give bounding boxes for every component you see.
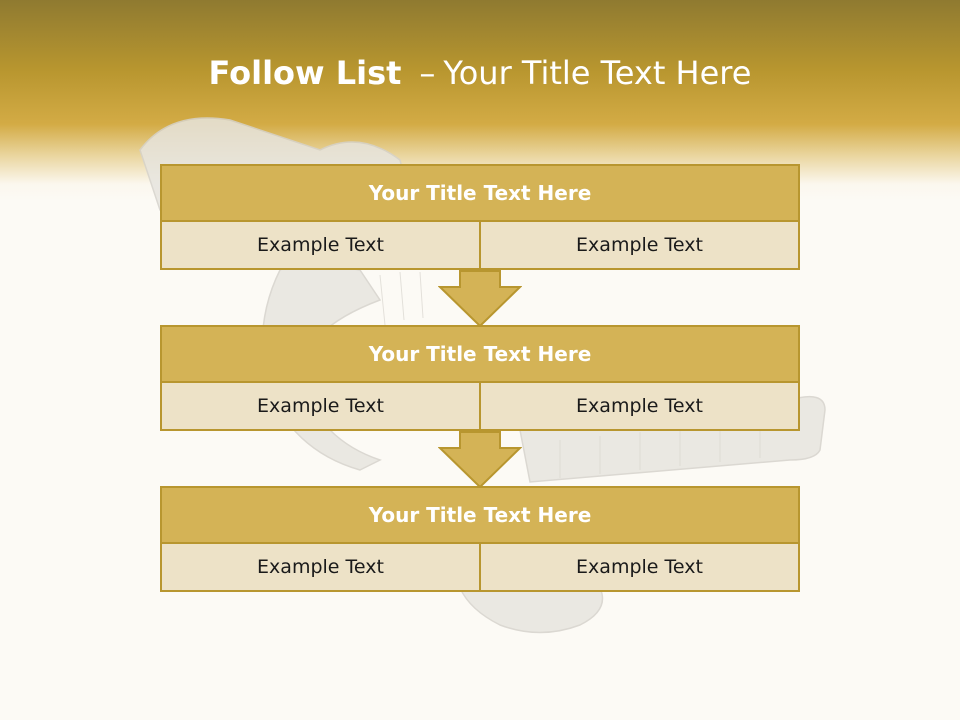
step-3-cell-right: Example Text (479, 544, 798, 590)
step-1-cell-left: Example Text (257, 234, 384, 256)
step-table-3: Your Title Text Here Example Text Exampl… (160, 486, 800, 592)
step-table-2: Your Title Text Here Example Text Exampl… (160, 325, 800, 431)
slide-title: Follow List–Your Title Text Here (0, 54, 960, 92)
step-1-row: Example Text Example Text (162, 222, 798, 268)
down-arrow-icon (438, 270, 522, 328)
step-2-row: Example Text Example Text (162, 383, 798, 429)
step-1-title: Your Title Text Here (162, 166, 798, 222)
step-1-cell-right: Example Text (479, 222, 798, 268)
title-text: Your Title Text Here (443, 54, 752, 92)
step-3-cell-left: Example Text (257, 556, 384, 578)
down-arrow-icon (438, 431, 522, 489)
title-follow-list: Follow List (208, 54, 402, 92)
step-3-title: Your Title Text Here (162, 488, 798, 544)
step-2-cell-right: Example Text (479, 383, 798, 429)
step-3-row: Example Text Example Text (162, 544, 798, 590)
step-2-cell-left: Example Text (257, 395, 384, 417)
step-2-title: Your Title Text Here (162, 327, 798, 383)
step-table-1: Your Title Text Here Example Text Exampl… (160, 164, 800, 270)
title-dash: – (419, 54, 436, 92)
